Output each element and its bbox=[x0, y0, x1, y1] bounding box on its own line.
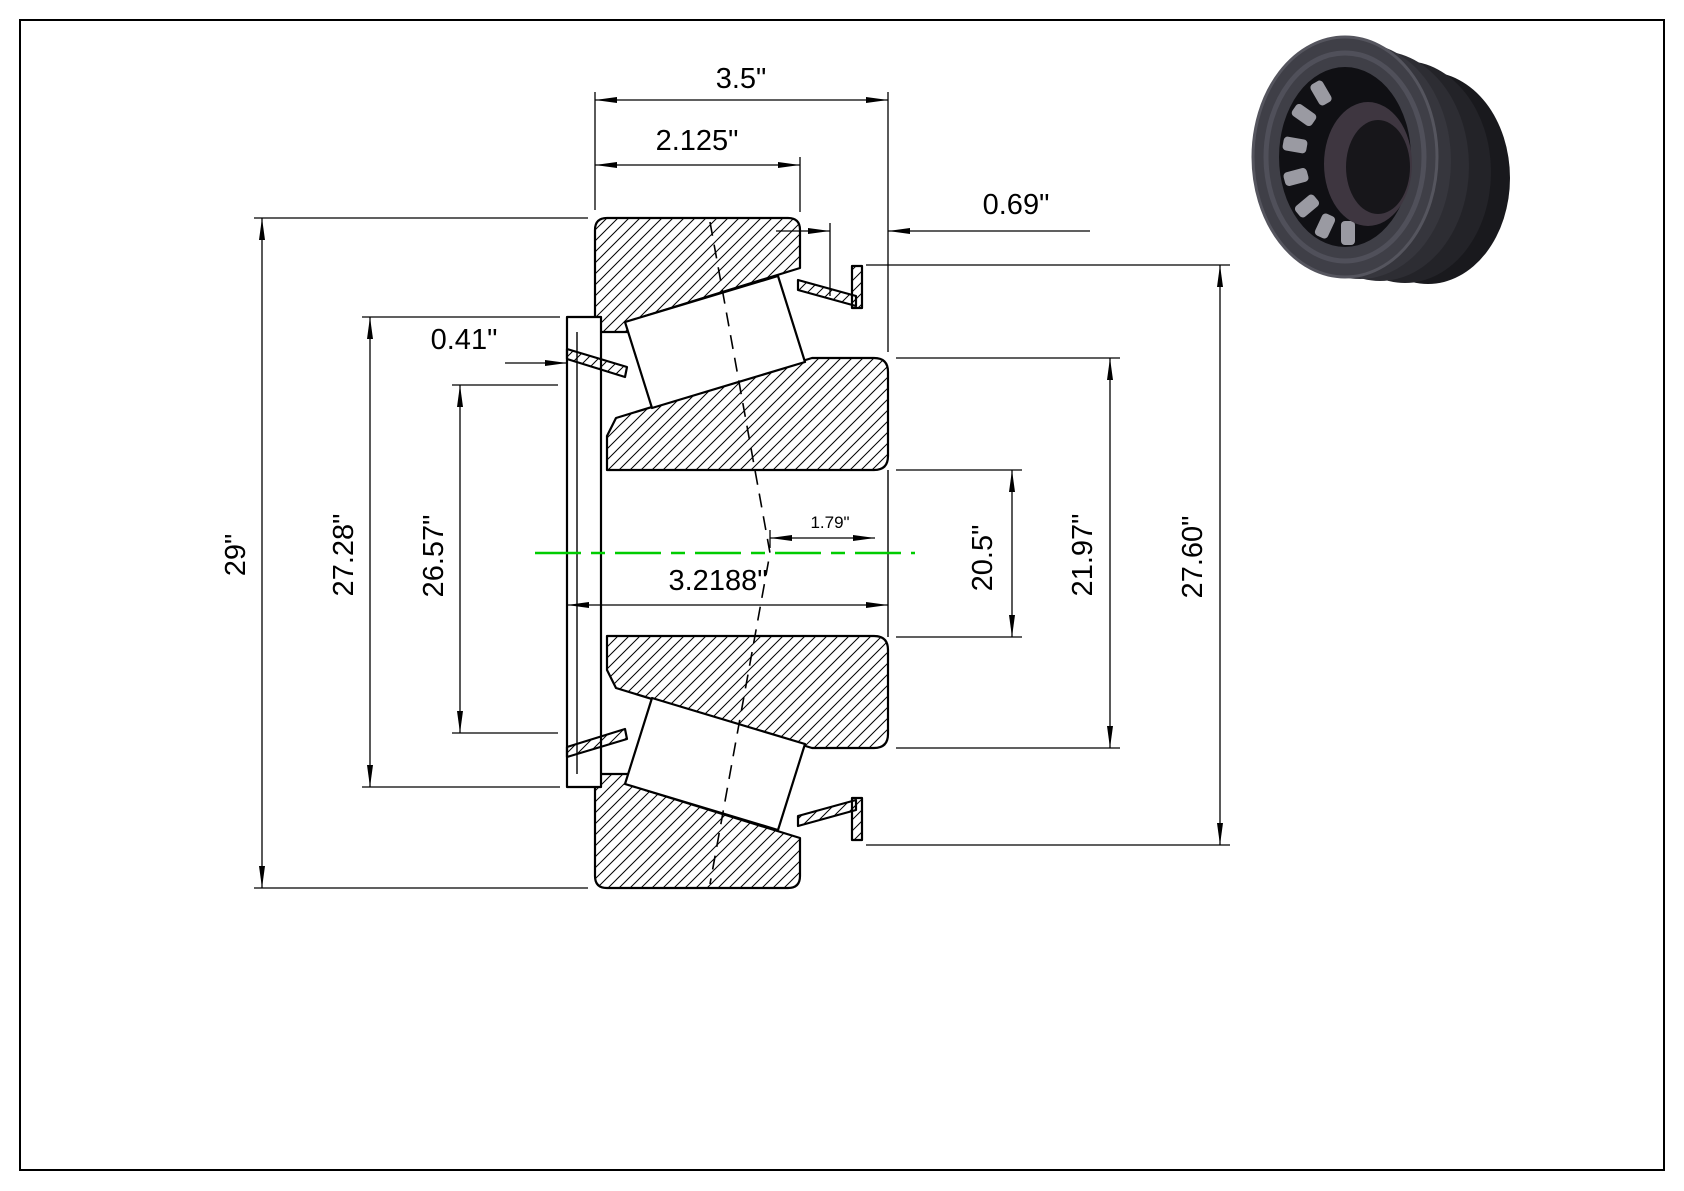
dim-bore-diameter-label: 20.5" bbox=[967, 525, 999, 592]
bearing-section-view bbox=[535, 216, 915, 890]
dim-cone-width-label: 2.125" bbox=[656, 125, 739, 157]
roller-top-section bbox=[623, 274, 807, 410]
cage-bottom-right-hook bbox=[850, 796, 864, 842]
dim-outer-diameter-label: 29" bbox=[220, 534, 252, 577]
cage-top-right-section bbox=[796, 278, 858, 308]
cup-bottom-section bbox=[593, 772, 802, 890]
cup-top-section bbox=[593, 216, 802, 334]
dim-stand-out: 0.69" bbox=[776, 189, 1090, 296]
dim-cone-width: 2.125" bbox=[595, 125, 801, 212]
dim-bore-diameter: 20.5" bbox=[896, 469, 1022, 638]
dim-race-diameter: 21.97" bbox=[896, 357, 1120, 749]
dim-outer-diameter: 29" bbox=[220, 217, 588, 889]
dim-flange-diameter: 27.28" bbox=[328, 316, 560, 788]
cone-bottom-section bbox=[605, 634, 890, 750]
cage-top-right-hook bbox=[850, 264, 864, 310]
dim-overall-width-label: 3.5" bbox=[716, 63, 767, 95]
bearing-3d-image bbox=[1251, 35, 1510, 284]
cage-bottom-left-section bbox=[565, 727, 629, 759]
drawing-border bbox=[19, 19, 1665, 1171]
roller-bottom-section bbox=[623, 696, 807, 832]
dim-bore-span-label: 3.2188" bbox=[669, 565, 768, 597]
cage-top-left-section bbox=[565, 347, 629, 379]
dim-cup-outer-diameter-label: 27.60" bbox=[1177, 516, 1209, 599]
dim-overall-width: 3.5" bbox=[594, 63, 889, 352]
cage-bottom-right-section bbox=[796, 798, 858, 828]
dim-pilot-diameter-label: 26.57" bbox=[418, 515, 450, 598]
taper-angle-dashed-line bbox=[709, 221, 771, 885]
roller-highlights bbox=[1282, 80, 1355, 245]
dim-effective-center: 1.79" bbox=[769, 513, 875, 548]
dim-cup-outer-diameter: 27.60" bbox=[866, 264, 1230, 846]
dim-bore-span: 3.2188" bbox=[567, 565, 888, 608]
dim-flange-width: 0.41" bbox=[431, 324, 567, 366]
cone-top-section bbox=[605, 356, 890, 472]
dim-effective-center-label: 1.79" bbox=[810, 513, 849, 532]
dim-race-diameter-label: 21.97" bbox=[1067, 514, 1099, 597]
dim-stand-out-label: 0.69" bbox=[983, 189, 1050, 221]
dim-flange-width-label: 0.41" bbox=[431, 324, 498, 356]
dim-flange-diameter-label: 27.28" bbox=[328, 514, 360, 597]
dim-pilot-diameter: 26.57" bbox=[418, 384, 558, 734]
